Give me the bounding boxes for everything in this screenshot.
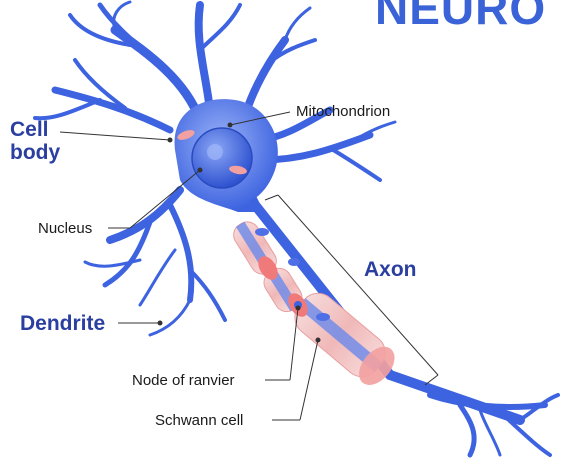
label-mitochondrion: Mitochondrion (296, 103, 390, 120)
label-node-of-ranvier: Node of ranvier (132, 372, 235, 389)
cell-body (175, 99, 278, 212)
label-cell-body-line: Cell (10, 118, 60, 141)
label-nucleus: Nucleus (38, 220, 92, 237)
nucleus-shape (192, 128, 252, 188)
label-dendrite: Dendrite (20, 312, 105, 335)
label-cell-body-line: body (10, 141, 60, 164)
label-axon: Axon (364, 258, 417, 281)
label-schwann-cell: Schwann cell (155, 412, 243, 429)
label-cell-body: Cellbody (10, 118, 60, 164)
